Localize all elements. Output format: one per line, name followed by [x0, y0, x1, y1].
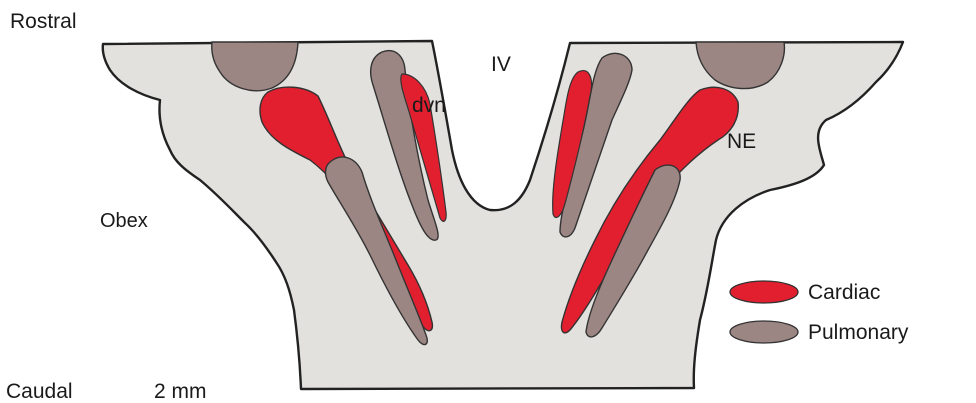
ne-label: NE	[727, 130, 756, 153]
rostral-label: Rostral	[10, 10, 77, 33]
ventricle-label: IV	[491, 53, 511, 76]
scale-label: 2 mm	[154, 380, 207, 403]
legend-item-pulmonary: Pulmonary	[730, 321, 909, 344]
legend: Cardiac Pulmonary	[730, 281, 909, 344]
dvn-label: dvn	[412, 94, 446, 117]
caudal-label: Caudal	[6, 380, 73, 403]
legend-swatch-pulmonary	[730, 321, 798, 343]
legend-swatch-cardiac	[730, 281, 798, 303]
legend-item-cardiac: Cardiac	[730, 281, 880, 304]
obex-label: Obex	[100, 210, 148, 232]
legend-label-pulmonary: Pulmonary	[808, 321, 909, 344]
legend-label-cardiac: Cardiac	[808, 281, 880, 304]
